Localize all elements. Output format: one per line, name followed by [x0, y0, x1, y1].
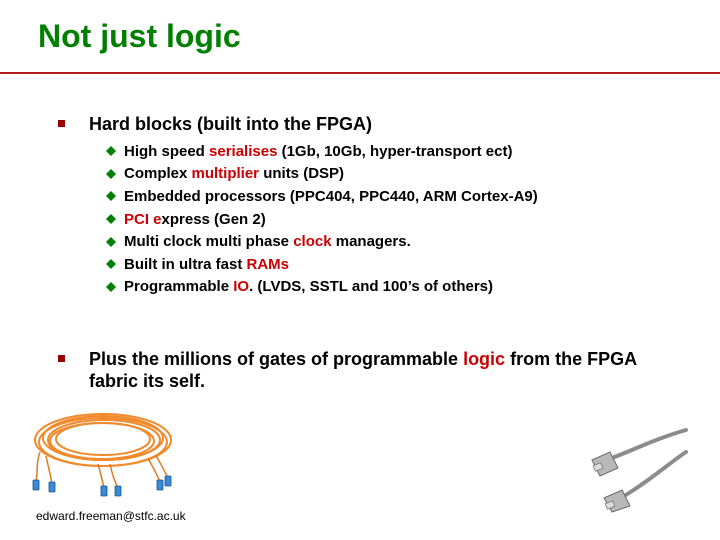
square-bullet-icon — [58, 120, 65, 127]
bullet-text: Plus the millions of gates of programmab… — [89, 349, 637, 391]
list-item: Built in ultra fast RAMs — [106, 253, 538, 276]
list-item-text: Embedded processors (PPC404, PPC440, ARM… — [124, 187, 538, 205]
list-item: PCI express (Gen 2) — [106, 208, 538, 231]
list-item: High speed serialises (1Gb, 10Gb, hyper-… — [106, 140, 538, 163]
network-cable-image — [591, 428, 688, 513]
diamond-bullet-icon — [106, 236, 116, 247]
list-item-text: PCI express (Gen 2) — [124, 210, 266, 228]
list-item: Multi clock multi phase clock managers. — [106, 230, 538, 253]
diamond-bullet-icon — [106, 214, 116, 225]
footer-email: edward.freeman@stfc.ac.uk — [36, 509, 186, 523]
list-item-text: Multi clock multi phase clock managers. — [124, 233, 411, 251]
title-rule — [0, 72, 720, 74]
fiber-cable-image — [32, 413, 172, 497]
slide-title: Not just logic — [38, 18, 241, 54]
list-item-text: Programmable IO. (LVDS, SSTL and 100’s o… — [124, 278, 493, 296]
list-item: Embedded processors (PPC404, PPC440, ARM… — [106, 185, 538, 208]
diamond-bullet-icon — [106, 191, 116, 202]
bullet-hard-blocks: Hard blocks (built into the FPGA) — [58, 113, 372, 135]
diamond-bullet-icon — [106, 259, 116, 270]
diamond-bullet-icon — [106, 168, 116, 179]
square-bullet-icon — [58, 355, 65, 362]
bullet-text: Hard blocks (built into the FPGA) — [89, 114, 372, 134]
hard-blocks-list: High speed serialises (1Gb, 10Gb, hyper-… — [106, 140, 538, 298]
diamond-bullet-icon — [106, 146, 116, 157]
list-item: Programmable IO. (LVDS, SSTL and 100’s o… — [106, 276, 538, 299]
list-item: Complex multiplier units (DSP) — [106, 163, 538, 186]
list-item-text: High speed serialises (1Gb, 10Gb, hyper-… — [124, 142, 513, 160]
diamond-bullet-icon — [106, 281, 116, 292]
bullet-gates: Plus the millions of gates of programmab… — [58, 348, 658, 392]
list-item-text: Built in ultra fast RAMs — [124, 255, 290, 273]
list-item-text: Complex multiplier units (DSP) — [124, 165, 345, 183]
